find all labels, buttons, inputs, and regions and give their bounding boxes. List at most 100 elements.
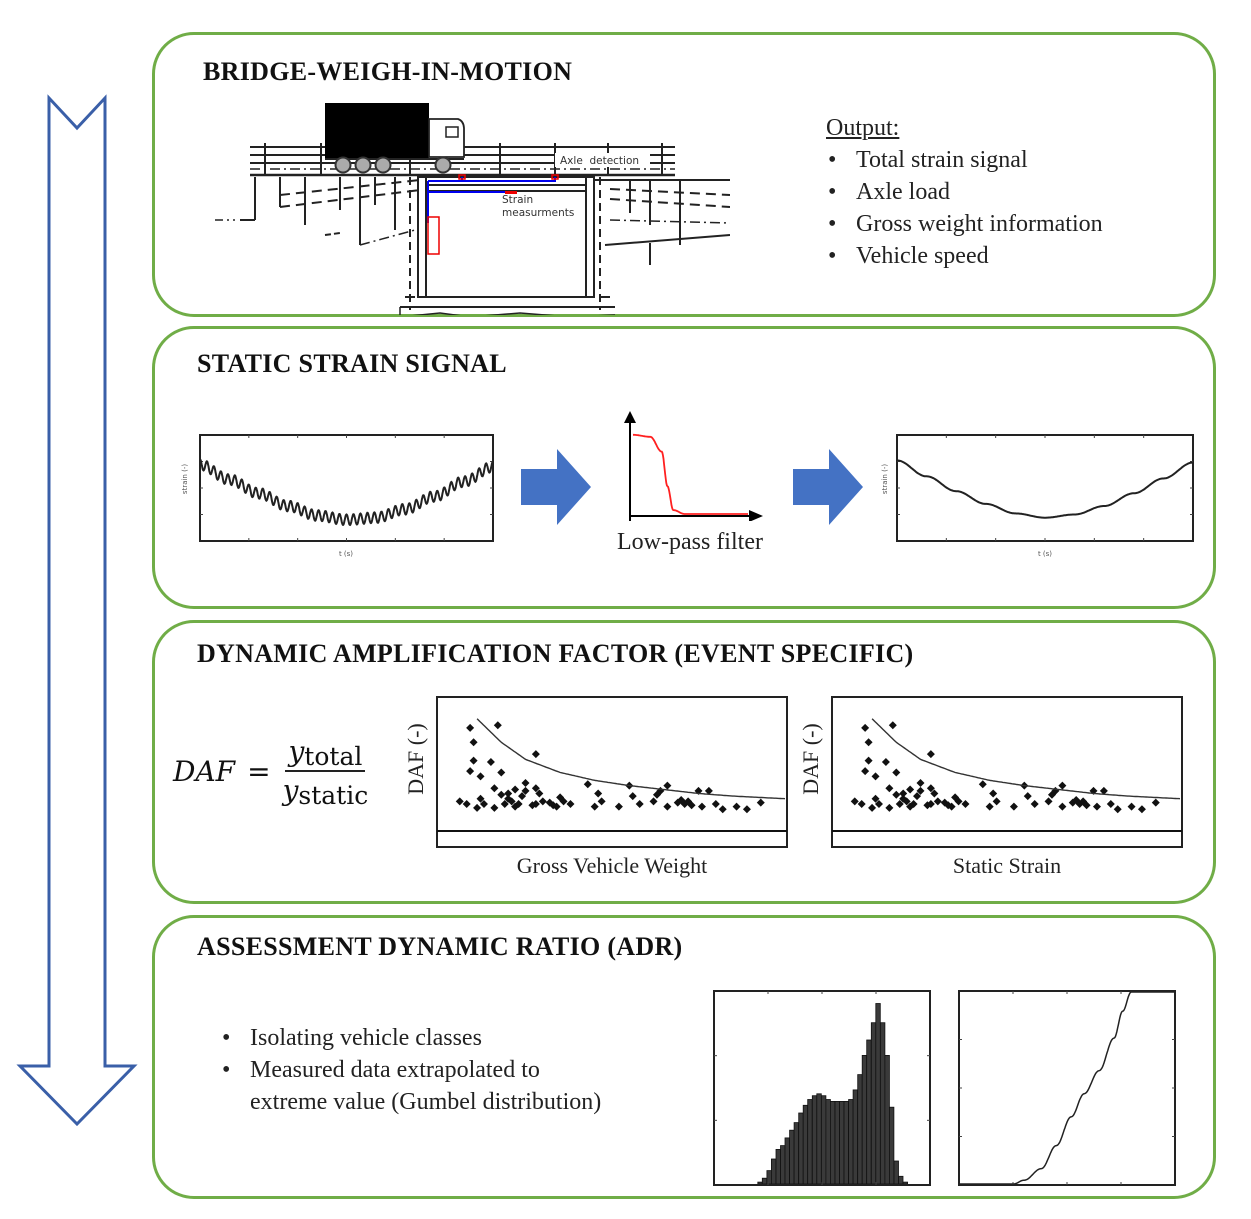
data-point xyxy=(1113,805,1122,814)
data-point xyxy=(892,768,901,777)
envelope-curve xyxy=(476,718,786,800)
output-item: Gross weight information xyxy=(826,208,1103,240)
y-axis-label: strain (-) xyxy=(881,464,889,494)
data-point xyxy=(954,797,963,806)
data-point xyxy=(507,797,516,806)
data-point xyxy=(590,802,599,811)
truck-icon xyxy=(325,103,465,174)
axle-detection-label: Axle detection xyxy=(560,155,639,167)
data-point xyxy=(497,790,506,799)
data-point xyxy=(597,797,606,806)
data-point xyxy=(497,768,506,777)
data-point xyxy=(895,799,904,808)
data-point xyxy=(871,772,880,781)
data-point xyxy=(518,792,527,801)
data-point xyxy=(1030,799,1039,808)
data-point xyxy=(649,797,658,806)
data-point xyxy=(663,781,672,790)
y-axis-label: strain (-) xyxy=(181,464,189,494)
panel-bridge-weigh-in-motion: BRIDGE-WEIGH-IN-MOTION xyxy=(152,32,1216,317)
adr-item: Isolating vehicle classes xyxy=(220,1022,620,1054)
data-point xyxy=(697,802,706,811)
process-flow-arrow-icon xyxy=(16,94,138,1127)
data-point xyxy=(913,792,922,801)
data-point xyxy=(902,797,911,806)
strain-label-line2: measurments xyxy=(502,207,574,219)
data-point xyxy=(885,784,894,793)
data-point xyxy=(704,786,713,795)
data-point xyxy=(1009,802,1018,811)
data-point xyxy=(500,799,509,808)
data-point xyxy=(531,784,540,793)
histogram-bar xyxy=(870,1022,877,1185)
data-point xyxy=(892,790,901,799)
data-point xyxy=(469,756,478,765)
data-point xyxy=(732,802,741,811)
histogram-bar xyxy=(843,1101,849,1185)
formula-equals: = xyxy=(247,754,271,788)
process-arrow-icon xyxy=(793,449,863,525)
data-point xyxy=(742,805,751,814)
data-point xyxy=(923,801,932,810)
histogram-bar xyxy=(902,1181,909,1185)
data-point xyxy=(711,799,720,808)
x-axis-label: Gross Vehicle Weight xyxy=(517,853,708,878)
output-list: Output: Total strain signal Axle load Gr… xyxy=(826,112,1103,272)
daf-vs-static-strain-plot: DAF (-) Static Strain xyxy=(798,696,1183,878)
data-point xyxy=(961,799,970,808)
histogram-bar xyxy=(766,1170,772,1185)
data-point xyxy=(514,799,523,808)
plot-frame xyxy=(958,990,1176,1186)
static-strain-plot: strain (-) t (s) xyxy=(881,434,1194,558)
histogram-bar xyxy=(848,1099,854,1185)
histogram-bar xyxy=(793,1122,799,1185)
cdf-plot xyxy=(958,990,1176,1186)
data-point xyxy=(680,799,689,808)
data-point xyxy=(850,797,859,806)
formula-denominator: ystatic xyxy=(282,772,369,810)
histogram-bar xyxy=(784,1137,790,1185)
data-point xyxy=(926,784,935,793)
histogram-bar xyxy=(884,1055,890,1185)
data-point xyxy=(874,799,883,808)
data-points xyxy=(850,721,1160,814)
data-point xyxy=(469,738,478,747)
strain-label-line1: Strain xyxy=(502,194,533,206)
data-point xyxy=(756,798,765,807)
data-point xyxy=(1044,797,1053,806)
panel-dynamic-amplification-factor: DYNAMIC AMPLIFICATION FACTOR (EVENT SPEC… xyxy=(152,620,1216,904)
data-point xyxy=(566,799,575,808)
data-point xyxy=(944,801,953,810)
histogram-bar xyxy=(798,1112,804,1185)
data-point xyxy=(1106,799,1115,808)
data-point xyxy=(1099,786,1108,795)
data-points xyxy=(455,721,765,814)
data-point xyxy=(861,767,870,776)
data-point xyxy=(718,805,727,814)
static-strain-line xyxy=(896,459,1193,519)
histogram-bar xyxy=(879,1022,886,1185)
data-point xyxy=(476,794,485,803)
data-point xyxy=(490,784,499,793)
denominator-variable: y xyxy=(282,774,299,807)
x-axis-label: t (s) xyxy=(339,550,353,558)
data-point xyxy=(857,799,866,808)
data-point xyxy=(549,801,558,810)
data-point xyxy=(978,780,987,789)
histogram-bar xyxy=(775,1148,781,1185)
x-axis-label: t (s) xyxy=(1038,550,1052,558)
data-point xyxy=(930,789,939,798)
data-point xyxy=(535,789,544,798)
data-point xyxy=(933,797,942,806)
x-axis-label: Static Strain xyxy=(953,853,1061,878)
histogram-bars xyxy=(757,1003,909,1185)
data-point xyxy=(511,785,520,794)
output-item: Total strain signal xyxy=(826,144,1103,176)
data-point xyxy=(871,794,880,803)
data-point xyxy=(559,797,568,806)
panel-title: DYNAMIC AMPLIFICATION FACTOR (EVENT SPEC… xyxy=(197,639,914,668)
y-axis-label: DAF (-) xyxy=(798,723,823,795)
data-point xyxy=(906,785,915,794)
histogram-bar xyxy=(852,1089,859,1185)
data-point xyxy=(486,757,495,766)
